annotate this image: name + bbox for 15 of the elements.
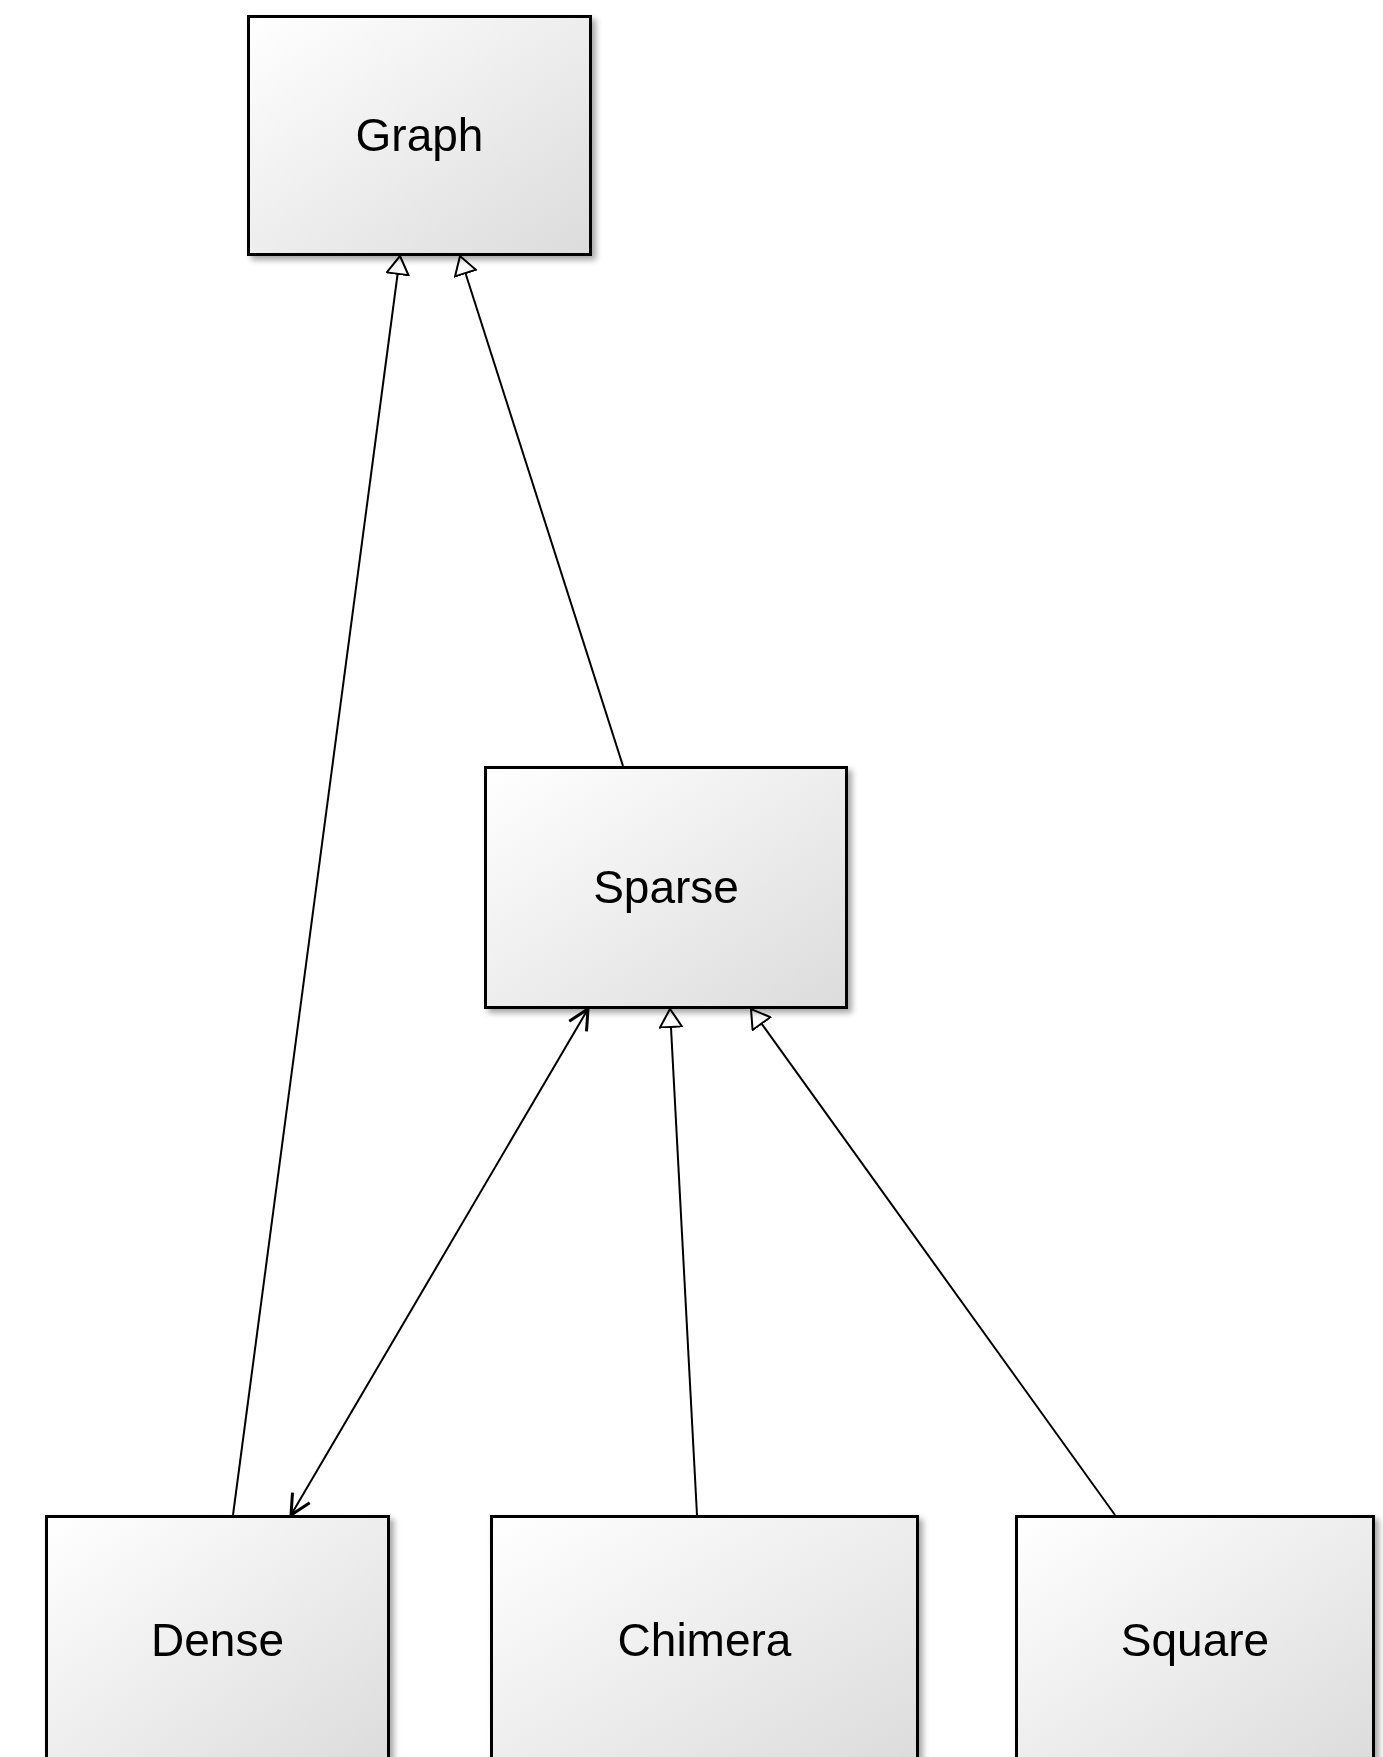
class-box: [45, 1515, 390, 1757]
class-box: [247, 15, 592, 256]
class-name: Graph: [355, 108, 484, 163]
inheritance-arrow: [232, 255, 410, 1516]
class-name: Sparse: [593, 860, 739, 915]
inheritance-arrow: [454, 255, 624, 767]
class-name: Square: [1120, 1612, 1270, 1668]
inheritance-arrow: [658, 1008, 698, 1516]
class-box: [484, 766, 848, 1009]
double-arrow: [289, 1007, 590, 1517]
inheritance-arrow: [750, 1008, 1116, 1516]
class-box: [1015, 1515, 1375, 1757]
class-name: Dense: [151, 1612, 284, 1668]
class-box: [490, 1515, 919, 1757]
class-name: Chimera: [617, 1612, 792, 1668]
